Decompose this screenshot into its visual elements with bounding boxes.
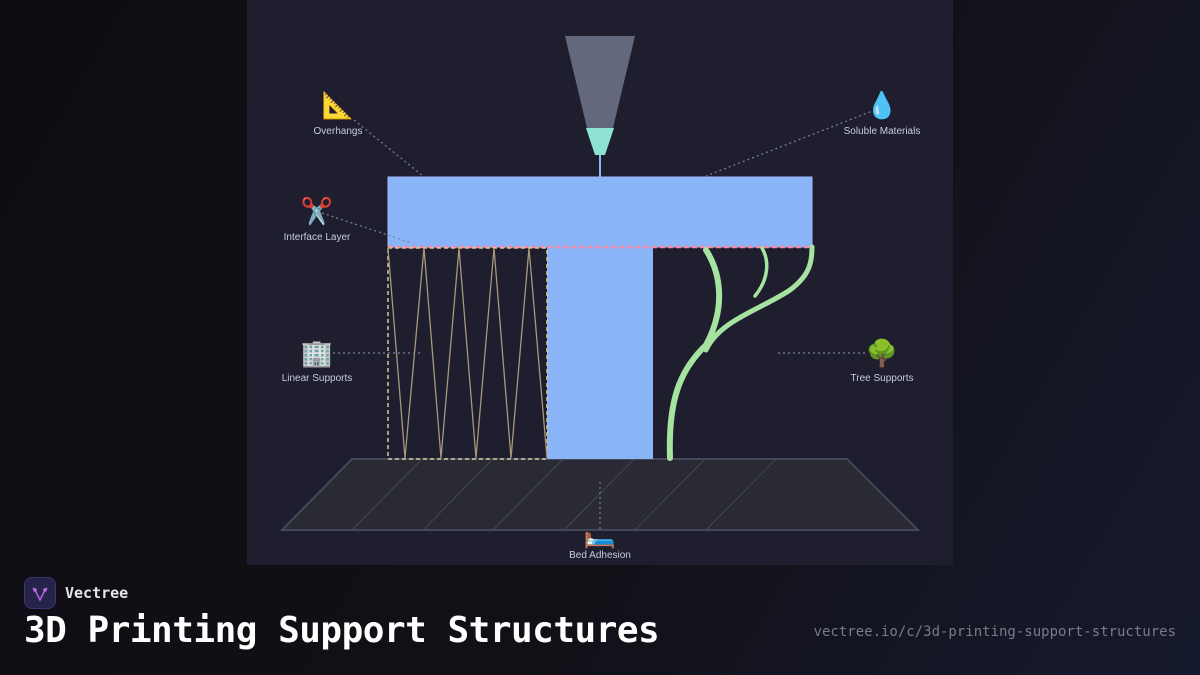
tree-icon: 🌳 bbox=[866, 337, 898, 368]
label-linear-supports: Linear Supports bbox=[282, 373, 353, 384]
print-bed bbox=[279, 458, 921, 531]
brand: Vectree bbox=[24, 577, 128, 609]
leader-lines bbox=[321, 109, 876, 530]
scissors-icon: ✂️ bbox=[301, 195, 333, 226]
office-building-icon: 🏢 bbox=[301, 338, 333, 368]
triangular-ruler-icon: 📐 bbox=[322, 90, 354, 120]
page-title: 3D Printing Support Structures bbox=[24, 610, 660, 651]
label-soluble-materials: Soluble Materials bbox=[844, 126, 921, 137]
label-overhangs: Overhangs bbox=[314, 126, 363, 137]
tree-supports bbox=[666, 244, 815, 461]
brand-name: Vectree bbox=[65, 584, 129, 602]
vectree-logo-icon bbox=[24, 577, 56, 609]
nozzle bbox=[565, 36, 635, 177]
droplet-icon: 💧 bbox=[866, 90, 898, 120]
part-pillar bbox=[547, 247, 653, 459]
source-url: vectree.io/c/3d-printing-support-structu… bbox=[813, 624, 1176, 640]
label-tree-supports: Tree Supports bbox=[851, 373, 914, 384]
support-structures-diagram: 📐 Overhangs 💧 Soluble Materials ✂️ Inter… bbox=[247, 0, 953, 565]
part-overhang bbox=[387, 176, 813, 248]
label-interface-layer: Interface Layer bbox=[284, 232, 351, 243]
label-bed-adhesion: Bed Adhesion bbox=[569, 550, 631, 561]
bed-icon: 🛏️ bbox=[584, 519, 616, 549]
